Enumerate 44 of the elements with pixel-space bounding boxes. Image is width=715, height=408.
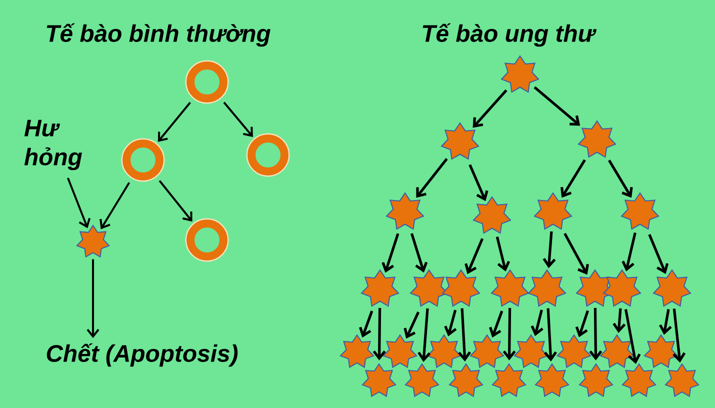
arrow [488,310,504,338]
cell-ring [246,133,290,177]
arrow [560,159,586,198]
arrow [464,238,484,274]
heading: Tế bào bình thường [46,23,270,47]
arrow [444,310,457,336]
arrow [589,308,602,360]
arrow [472,89,508,128]
arrow [496,236,510,272]
arrow [608,160,633,198]
arrow [612,308,626,334]
arrow [404,312,420,339]
arrow [468,164,488,202]
arrow [530,310,544,336]
arrow [672,308,686,363]
heading: Tế bào ung thư [422,23,597,47]
arrow [564,232,589,275]
arrow [648,234,669,274]
label-text: Chết (Apoptosis) [46,343,238,367]
arrow [458,308,471,362]
arrow [100,182,130,230]
arrow [358,310,374,338]
cell-ring [185,60,229,104]
arrow [575,310,590,338]
arrow [223,102,253,137]
arrow [418,308,431,362]
arrow [502,308,516,360]
arrow [659,309,672,335]
cell-ring [121,138,165,182]
arrow [542,231,556,268]
arrow [534,86,580,126]
arrow [622,232,636,272]
arrow [544,308,557,362]
arrow [372,308,386,360]
cell-ring [185,218,229,262]
arrow [158,180,192,222]
arrow [66,178,91,228]
arrow [410,233,428,273]
arrow [86,259,100,338]
label-text: Hư hỏng [24,120,82,170]
arrow [416,158,448,198]
arrow [158,102,191,142]
arrow [624,309,641,364]
arrow [382,233,400,273]
